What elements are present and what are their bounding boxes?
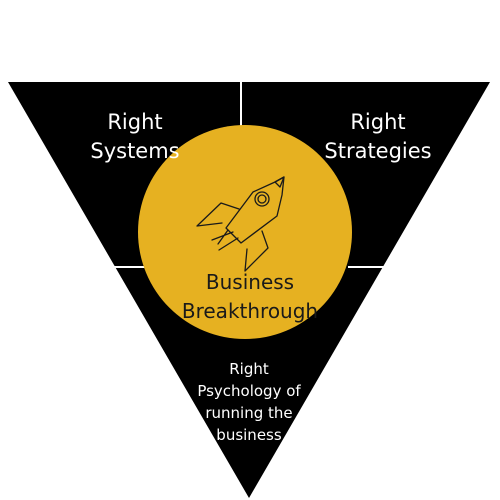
segment-line: Systems [90, 139, 180, 163]
segment-right-psychology: Right Psychology of running the business [180, 358, 318, 446]
segment-line: Right [107, 110, 163, 134]
center-line: Business [205, 270, 295, 294]
segment-line: Strategies [324, 139, 432, 163]
segment-right-systems: Right Systems [60, 108, 210, 166]
segment-line: Right [229, 360, 269, 378]
center-label-business-breakthrough: Business Breakthrough [160, 268, 340, 326]
segment-line: running the [205, 404, 293, 422]
segment-line: Right [350, 110, 406, 134]
segment-line: business [216, 426, 282, 444]
rocket-icon [196, 176, 285, 272]
segment-right-strategies: Right Strategies [303, 108, 453, 166]
center-circle [138, 125, 352, 339]
segment-line: Psychology of [197, 382, 301, 400]
center-line: Breakthrough [181, 299, 319, 323]
